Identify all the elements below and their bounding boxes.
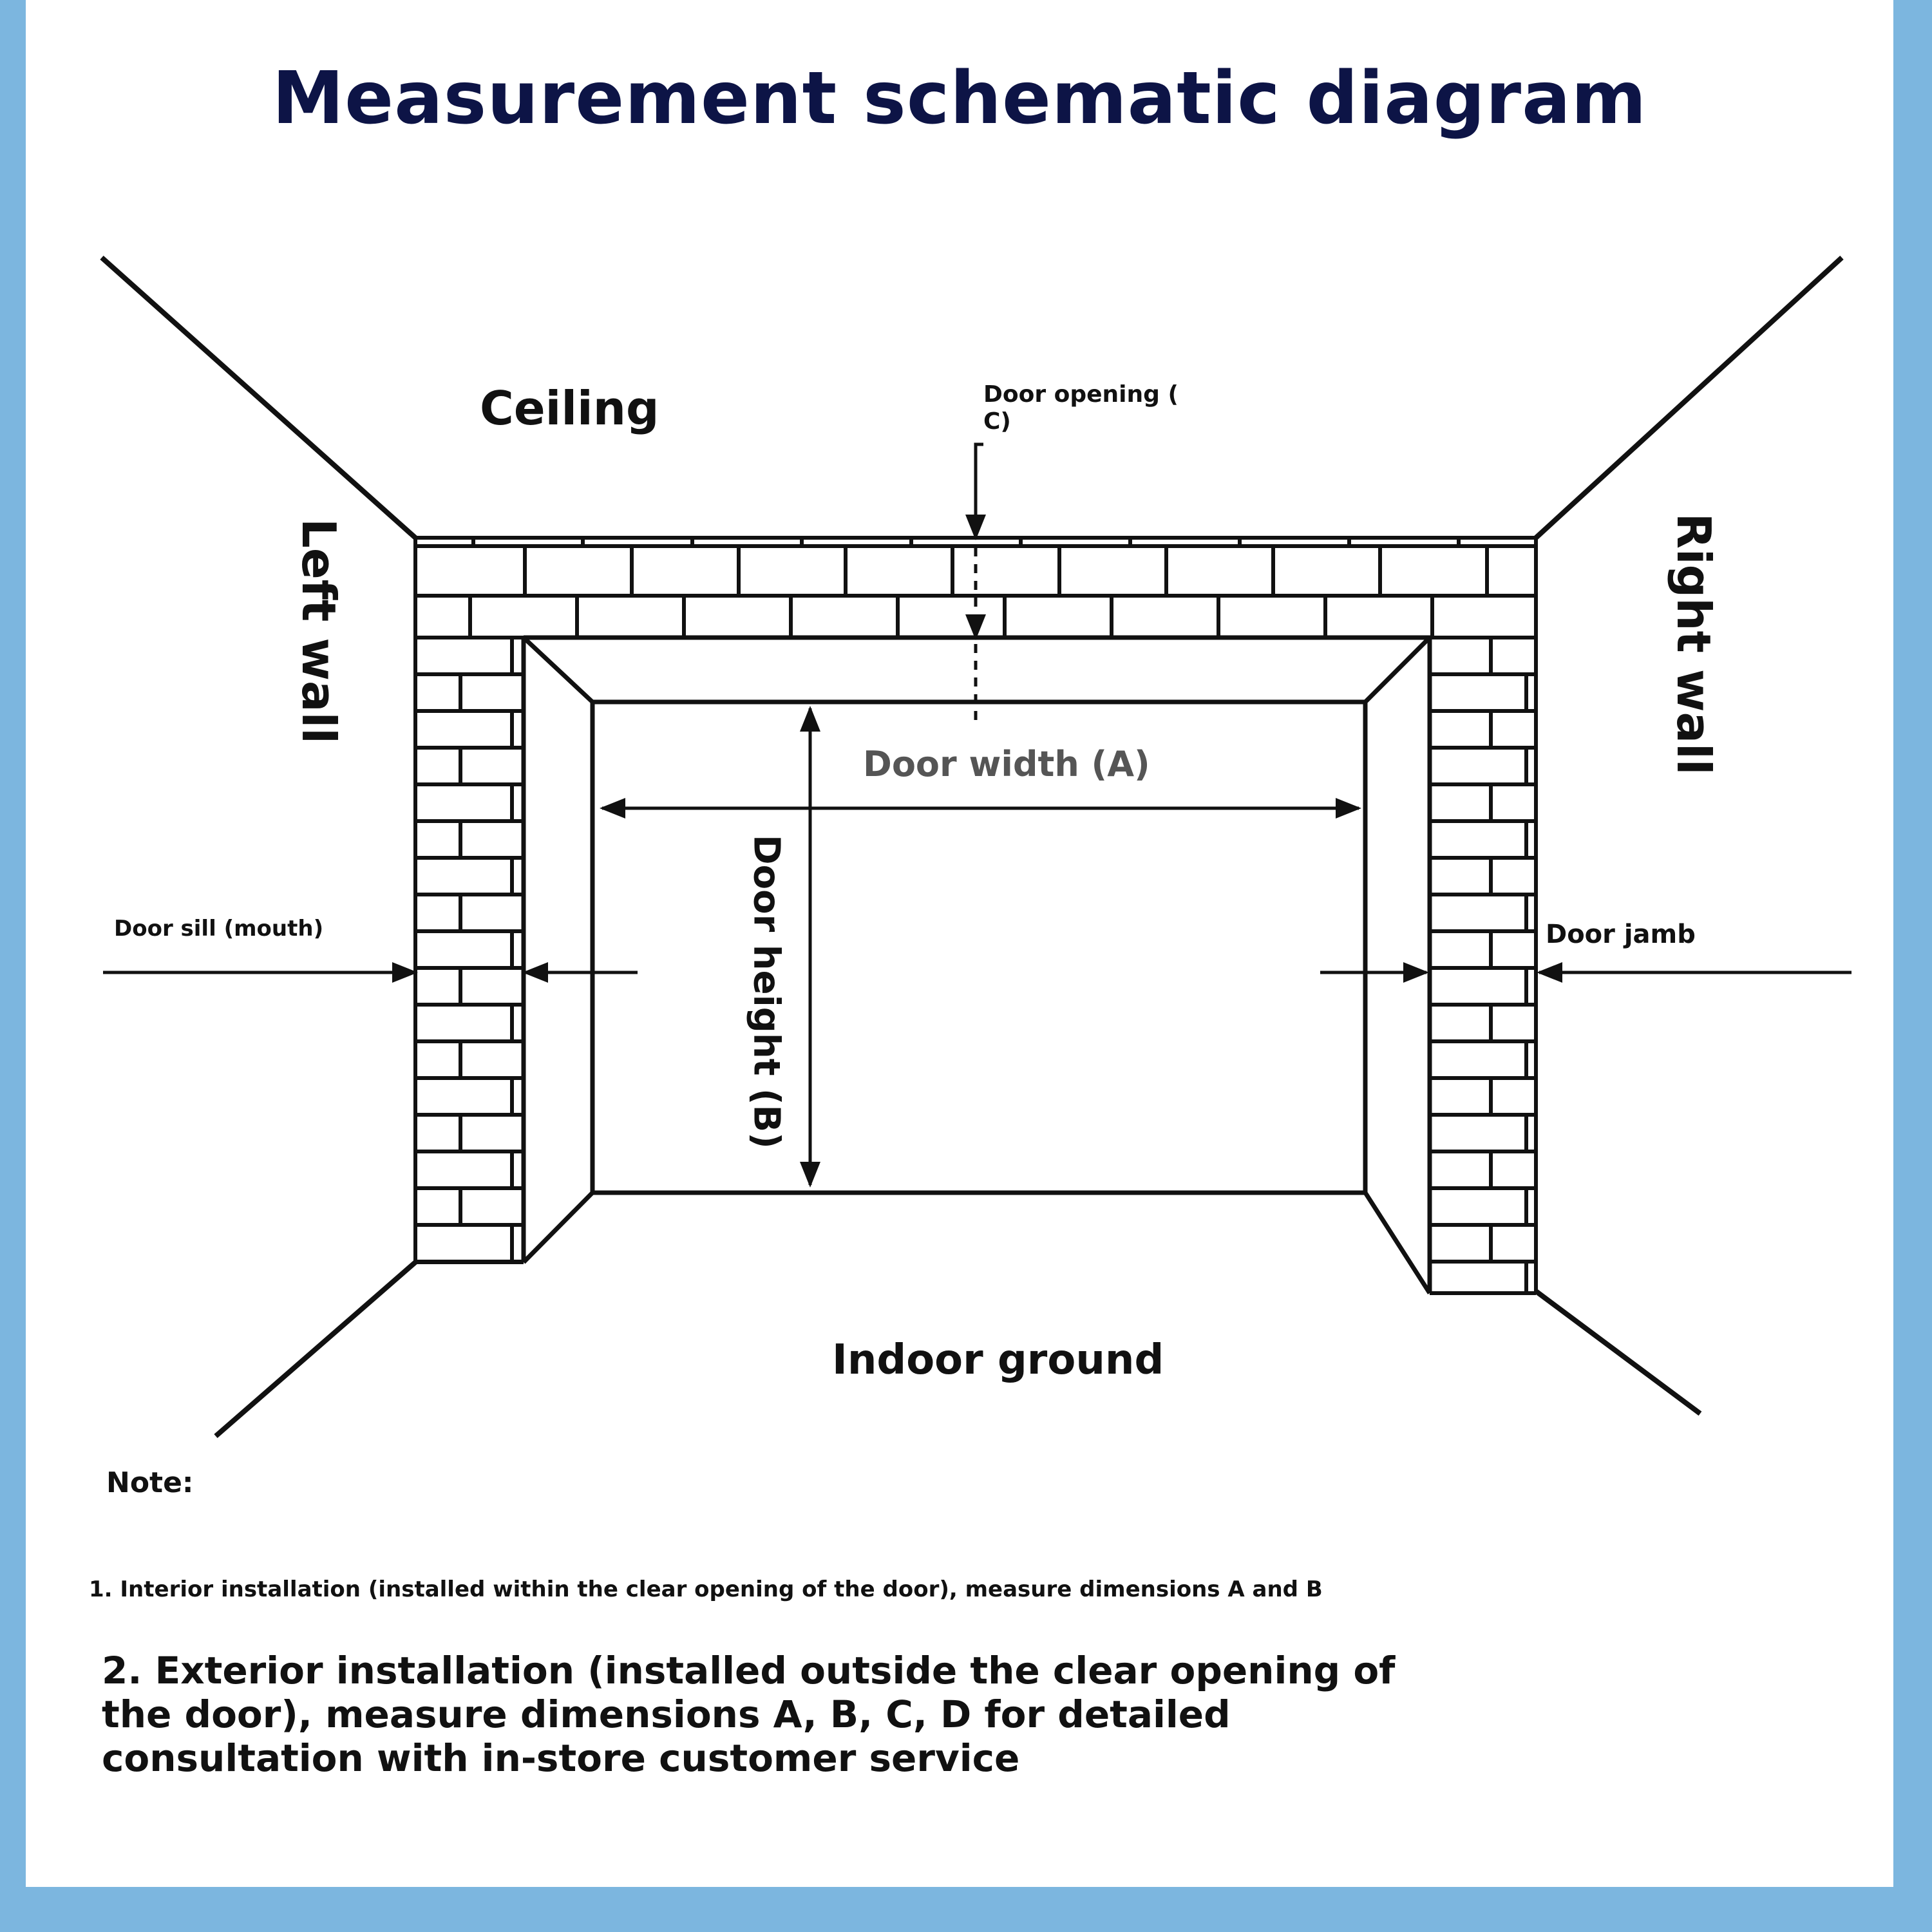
- ceiling-label: Ceiling: [480, 381, 659, 435]
- door-reveal: [521, 635, 1432, 1294]
- note-heading: Note:: [106, 1466, 194, 1499]
- door-schematic: [100, 256, 1852, 1439]
- door-opening-dimension: [965, 442, 986, 721]
- note-item: 2. Exterior installation (installed outs…: [102, 1649, 1396, 1780]
- door-opening-label: Door opening ( C): [983, 381, 1179, 435]
- left-wall-label: Left wall: [292, 518, 346, 744]
- door-jamb-label: Door jamb: [1546, 920, 1696, 949]
- floor-left-edge: [214, 1260, 417, 1439]
- floor-right-edge: [1534, 1289, 1702, 1416]
- page-title: Measurement schematic diagram: [272, 57, 1647, 140]
- door-sill-label: Door sill (mouth): [114, 916, 324, 942]
- ceiling-right-edge: [1534, 256, 1844, 540]
- door-height-label: Door height (B): [745, 835, 788, 1149]
- diagram-canvas: Measurement schematic diagram Ceiling Le…: [26, 0, 1893, 1887]
- ceiling-left-edge: [100, 256, 417, 540]
- right-wall-label: Right wall: [1667, 513, 1721, 775]
- indoor-ground-label: Indoor ground: [832, 1336, 1164, 1384]
- door-width-label: Door width (A): [863, 744, 1150, 784]
- note-item: 1. Interior installation (installed with…: [89, 1577, 1323, 1602]
